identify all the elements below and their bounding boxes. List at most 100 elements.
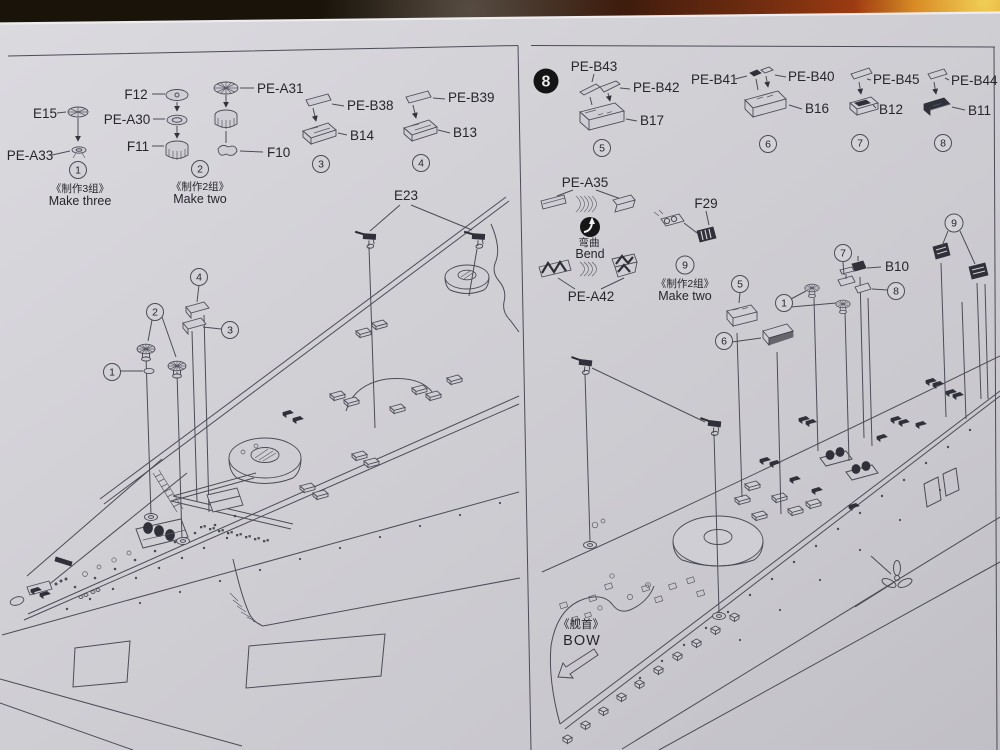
part-label-f11: F11 <box>127 139 149 154</box>
svg-text:1: 1 <box>781 298 787 310</box>
svg-text:5: 5 <box>599 143 605 155</box>
mount-box <box>185 301 210 320</box>
bow-stem <box>549 645 561 725</box>
step-6-inset: PE-B41 PE-B40 B16 6 <box>691 66 835 153</box>
make-note-cn: 《制作3组》 <box>51 182 109 195</box>
svg-text:9: 9 <box>951 218 957 230</box>
mount-box <box>182 317 207 336</box>
far-deck-edge <box>99 196 510 505</box>
part-label-e23: E23 <box>394 188 418 203</box>
page-left: E15 PE-A33 1 《制作3组》 Make three F12 PE-A3… <box>0 81 521 750</box>
gun-support-lines <box>584 373 720 613</box>
part-label-b11: B11 <box>968 103 991 118</box>
part-label-pe-b41: PE-B41 <box>691 72 738 87</box>
bow-label-en: BOW <box>563 633 601 649</box>
svg-text:4: 4 <box>196 272 202 284</box>
paper-sheet <box>0 11 1000 750</box>
barbette-ring <box>228 437 302 484</box>
diagram-callout-1: 1 <box>775 294 793 312</box>
callout-7: 7 <box>851 134 869 152</box>
part-label-pe-b44: PE-B44 <box>951 73 998 88</box>
part-label-pe-b42: PE-B42 <box>633 80 680 95</box>
deck-roundel <box>712 612 726 620</box>
bend-label-cn: 弯曲 <box>579 236 600 249</box>
svg-text:7: 7 <box>840 248 846 260</box>
bend-section: PE-A35 弯曲 Bend PE-A42 <box>538 175 638 304</box>
svg-text:1: 1 <box>75 165 81 177</box>
porthole-dots <box>65 501 502 611</box>
svg-text:5: 5 <box>737 279 743 291</box>
part-label-b12: B12 <box>879 102 903 117</box>
part-label-f12: F12 <box>124 87 147 102</box>
part-label-pe-b39: PE-B39 <box>448 90 495 105</box>
callout-4: 4 <box>412 154 430 172</box>
near-deck-edge <box>559 390 1000 730</box>
callout-9: 9 <box>675 255 695 275</box>
floating-parts <box>726 242 989 347</box>
svg-text:6: 6 <box>765 139 771 151</box>
svg-text:9: 9 <box>682 260 688 272</box>
part-label-pe-b43: PE-B43 <box>571 59 618 74</box>
svg-text:3: 3 <box>318 159 324 171</box>
part-label-pe-b45: PE-B45 <box>873 72 920 87</box>
diagram-callout-5: 5 <box>731 275 749 293</box>
callout-leaders <box>120 284 222 372</box>
ring-part <box>143 367 155 375</box>
e23-leader-lines <box>369 204 473 232</box>
diagram-callout-7: 7 <box>834 244 852 262</box>
step-4-inset: PE-B39 B13 4 <box>403 90 495 172</box>
step-3-inset: PE-B38 B14 3 <box>302 93 394 173</box>
diagram-callout-6: 6 <box>715 332 733 350</box>
part-label-b17: B17 <box>640 113 664 128</box>
svg-text:8: 8 <box>893 286 899 298</box>
svg-text:2: 2 <box>197 164 203 176</box>
winch-group <box>135 518 189 549</box>
part-label-pe-a35: PE-A35 <box>562 175 609 190</box>
propeller <box>854 555 913 608</box>
bow-anchor-gear <box>9 556 101 606</box>
part-label-b10: B10 <box>885 259 909 274</box>
step-7-inset: PE-B45 B12 7 <box>849 67 920 152</box>
part-label-pe-b38: PE-B38 <box>347 98 394 113</box>
callout-leaders <box>731 230 976 343</box>
deck-roundel <box>583 541 597 549</box>
hull-lines <box>0 491 520 750</box>
diagram-callout-2: 2 <box>146 303 164 321</box>
part-label-pe-b40: PE-B40 <box>788 69 835 84</box>
make-note-en: Make three <box>49 194 112 208</box>
diagram-callout-1: 1 <box>103 363 121 381</box>
railing-dots <box>73 514 237 589</box>
part-label-pe-a42: PE-A42 <box>568 289 615 304</box>
callout-2: 2 <box>191 160 209 178</box>
bow-label-cn: 《舰首》 <box>558 617 604 631</box>
degaussing-arcs <box>229 592 261 625</box>
svg-text:6: 6 <box>721 336 727 348</box>
diagram-callout-4: 4 <box>190 268 208 286</box>
make-note-cn: 《制作2组》 <box>656 277 714 290</box>
make-note-cn: 《制作2组》 <box>171 180 229 193</box>
part-label-f10: F10 <box>267 145 290 160</box>
diagram-callout-3: 3 <box>221 321 239 339</box>
svg-text:4: 4 <box>418 158 424 170</box>
callout-1: 1 <box>69 161 87 179</box>
step-9-inset: F29 9 《制作2组》 Make two <box>653 196 718 303</box>
left-ship-diagram: E23 1 2 3 4 <box>0 188 521 750</box>
inclined-ladder <box>152 469 184 513</box>
bow-deck-fittings <box>559 518 706 623</box>
bow-direction-arrow <box>557 648 599 679</box>
barbette-ring <box>672 515 764 567</box>
step-8-badge: 8 <box>533 68 559 94</box>
diagram-callout-8: 8 <box>887 282 905 300</box>
svg-text:7: 7 <box>857 138 863 150</box>
callout-6: 6 <box>759 135 777 153</box>
barbette-ring-small <box>444 264 490 294</box>
support-lines <box>145 246 478 540</box>
part-label-pe-a33: PE-A33 <box>7 148 54 163</box>
svg-text:8: 8 <box>940 138 946 150</box>
svg-text:3: 3 <box>227 325 233 337</box>
make-note-en: Make two <box>173 192 227 206</box>
step-5-inset: PE-B43 PE-B42 B17 5 <box>571 59 680 157</box>
callout-5: 5 <box>593 139 611 157</box>
make-note-en: Make two <box>658 289 712 303</box>
right-ship-diagram: B10 5 6 1 7 8 9 <box>541 213 1000 750</box>
